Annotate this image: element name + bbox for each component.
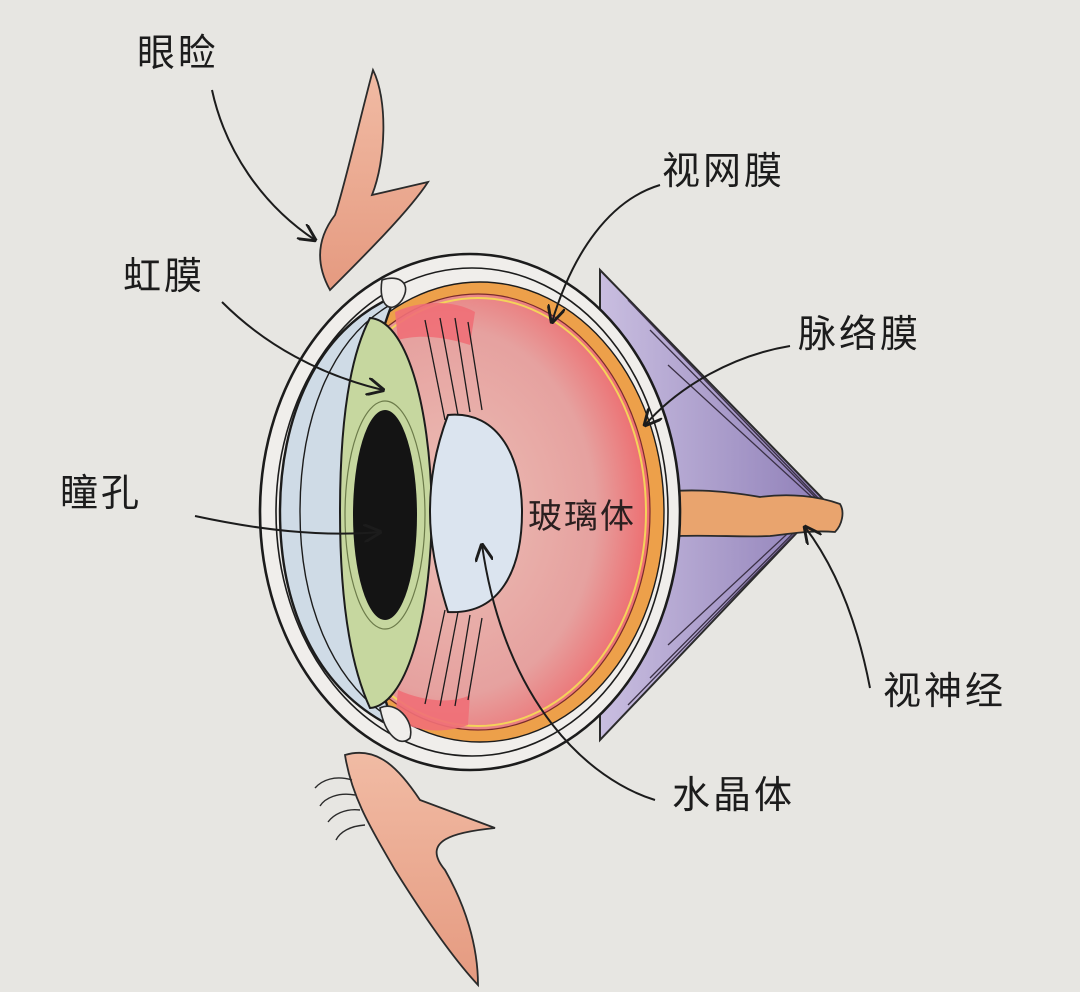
label-lens: 水晶体 (672, 773, 796, 817)
label-choroid: 脉络膜 (798, 312, 922, 356)
eyelashes (314, 777, 366, 841)
label-optic-nerve: 视神经 (883, 669, 1007, 713)
pupil-shape (353, 410, 417, 620)
label-eyelid: 眼睑 (137, 31, 220, 75)
arrow-optic-nerve (805, 527, 871, 689)
arrow-lens (482, 545, 656, 801)
label-retina: 视网膜 (662, 149, 786, 193)
label-vitreous: 玻璃体 (528, 497, 636, 537)
arrow-retina (552, 184, 661, 322)
arrow-eyelid (211, 89, 315, 240)
label-iris: 虹膜 (123, 254, 206, 298)
label-pupil: 瞳孔 (60, 471, 143, 515)
upper-eyelid-shape (319, 67, 430, 292)
arrow-pupil (194, 515, 380, 534)
lens-shape (428, 413, 524, 614)
leader-arrows (194, 89, 871, 801)
lower-eyelid-shape (343, 751, 496, 988)
arrow-iris (221, 301, 383, 390)
arrow-choroid (645, 345, 791, 425)
optic-nerve-shape (629, 489, 844, 542)
zonule-fibres (424, 317, 483, 707)
